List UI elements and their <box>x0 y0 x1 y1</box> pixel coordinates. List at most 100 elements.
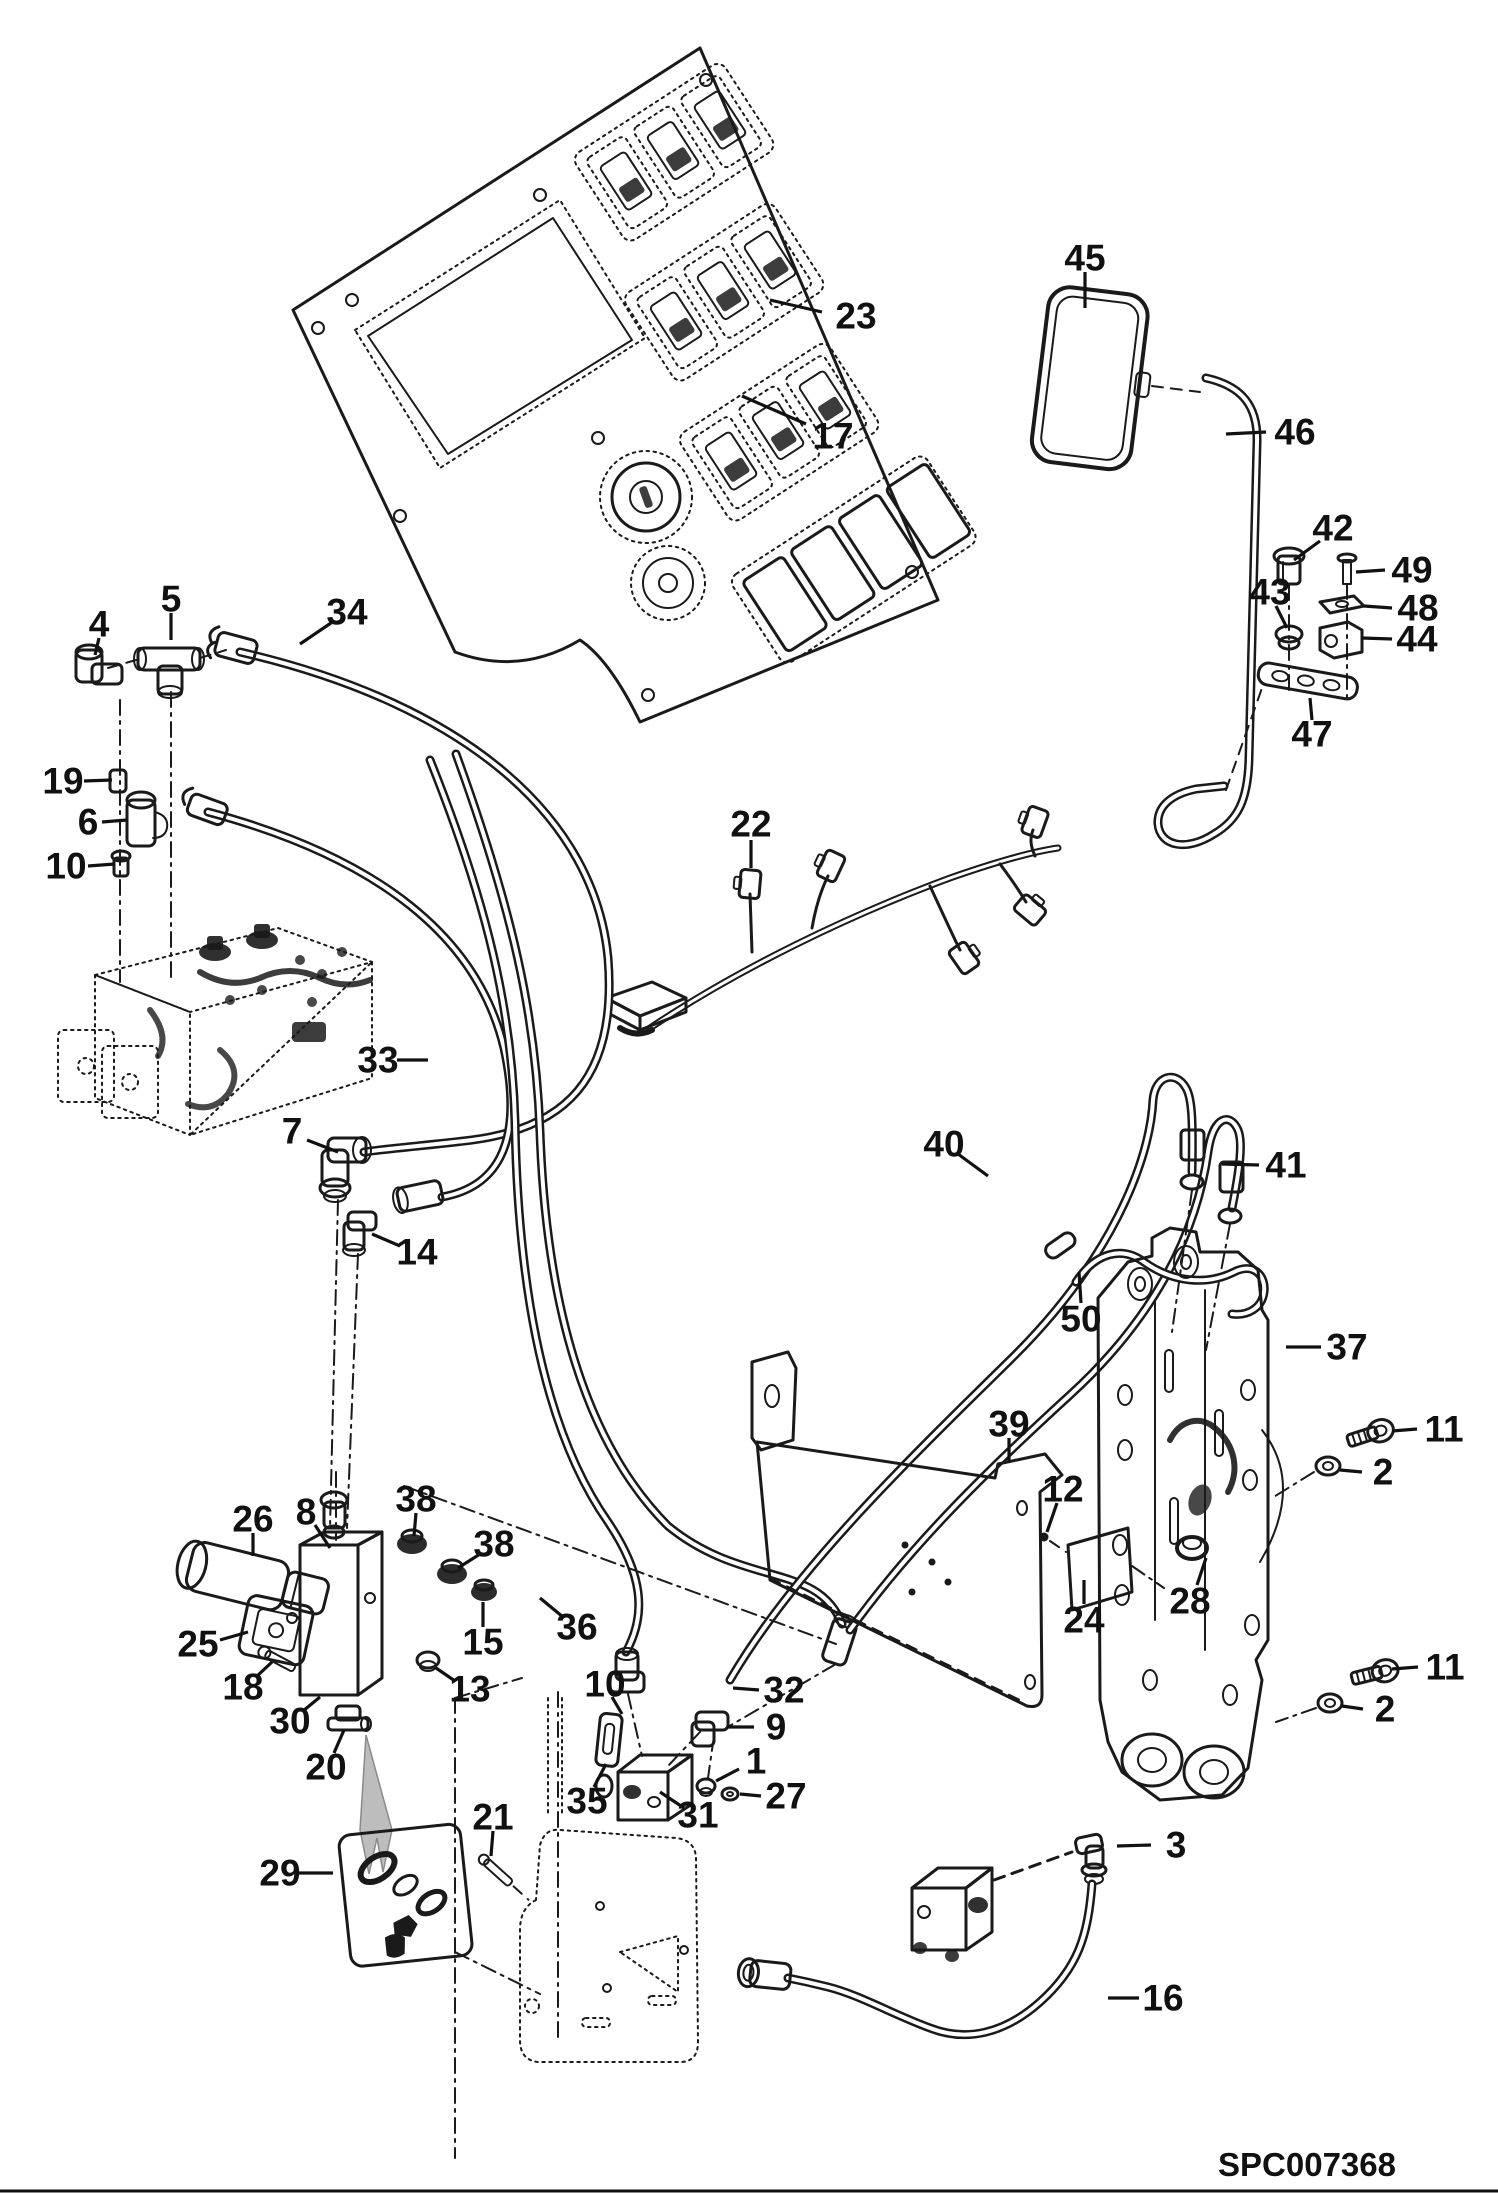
part-22-wire-harness <box>604 801 1062 1037</box>
svg-text:10: 10 <box>45 846 86 887</box>
panel-holes <box>311 73 919 702</box>
part-19-fitting <box>108 768 128 794</box>
callout-31: 31 <box>659 1790 719 1836</box>
callout-8: 8 <box>296 1492 332 1549</box>
svg-text:48: 48 <box>1397 588 1438 629</box>
power-socket <box>630 545 706 621</box>
callout-43: 43 <box>1249 572 1291 629</box>
svg-text:17: 17 <box>812 416 853 457</box>
part-37-mount-plate <box>1096 1226 1284 1802</box>
part-16-hose <box>736 1879 1097 2040</box>
callout-2: 2 <box>1341 1689 1395 1730</box>
callout-10: 10 <box>584 1664 626 1715</box>
part-9-fitting <box>690 1710 730 1748</box>
part-13-nut <box>415 1650 441 1672</box>
svg-text:38: 38 <box>473 1524 514 1565</box>
callout-45: 45 <box>1064 238 1106 308</box>
svg-text:27: 27 <box>765 1776 806 1817</box>
ghost-mount-panel <box>454 1677 699 2159</box>
callout-2: 2 <box>1339 1452 1394 1493</box>
callout-19: 19 <box>42 761 113 802</box>
part-2-washer-upper <box>1314 1455 1342 1477</box>
callout-10: 10 <box>45 846 116 887</box>
callout-17: 17 <box>741 394 854 457</box>
callout-39: 39 <box>988 1404 1030 1462</box>
part-39-bracket <box>750 1350 1064 1708</box>
part-46-mirror-rod <box>1153 373 1262 850</box>
part-30-valve-block <box>286 1530 384 1697</box>
svg-text:13: 13 <box>449 1669 490 1710</box>
svg-text:31: 31 <box>677 1795 718 1836</box>
callout-24: 24 <box>1063 1580 1105 1641</box>
part-36-hoses <box>425 749 847 1657</box>
svg-text:11: 11 <box>1425 1647 1464 1688</box>
svg-text:8: 8 <box>296 1492 317 1533</box>
part-6-fitting <box>125 790 169 848</box>
callout-25: 25 <box>177 1624 249 1665</box>
svg-text:1: 1 <box>746 1741 767 1782</box>
callout-14: 14 <box>371 1232 438 1273</box>
part-28-grommet <box>1175 1535 1209 1561</box>
part-18-screw <box>257 1645 297 1673</box>
svg-text:32: 32 <box>763 1670 804 1711</box>
callout-20: 20 <box>305 1729 347 1788</box>
callout-15: 15 <box>462 1602 504 1663</box>
svg-text:26: 26 <box>232 1499 273 1540</box>
callout-30: 30 <box>269 1695 322 1742</box>
svg-text:7: 7 <box>282 1111 303 1152</box>
svg-text:12: 12 <box>1042 1469 1083 1510</box>
svg-text:41: 41 <box>1265 1145 1306 1186</box>
svg-text:37: 37 <box>1326 1327 1367 1368</box>
callout-12: 12 <box>1042 1469 1084 1533</box>
callout-36: 36 <box>538 1596 598 1648</box>
part-3-elbow-fitting <box>1074 1832 1108 1885</box>
part-11-bolt-lower <box>1347 1655 1402 1692</box>
part-24-plate <box>1066 1526 1134 1612</box>
switch-bank-1 <box>574 62 775 242</box>
callout-38: 38 <box>395 1479 437 1537</box>
callout-18: 18 <box>222 1660 274 1708</box>
part-12-pin <box>1039 1532 1049 1542</box>
left-fittings <box>74 643 227 983</box>
svg-text:19: 19 <box>42 761 83 802</box>
callout-48: 48 <box>1363 588 1439 629</box>
svg-text:21: 21 <box>472 1797 513 1838</box>
svg-text:15: 15 <box>462 1622 503 1663</box>
part-11-bolt-upper <box>1343 1414 1398 1454</box>
svg-text:39: 39 <box>988 1404 1029 1445</box>
callout-33: 33 <box>357 1040 428 1081</box>
callout-44: 44 <box>1361 619 1438 660</box>
svg-text:10: 10 <box>584 1664 625 1705</box>
svg-text:5: 5 <box>161 579 182 620</box>
callout-40: 40 <box>923 1124 989 1178</box>
part-27-washer <box>720 1786 740 1802</box>
callout-35: 35 <box>566 1763 608 1822</box>
part-10-fitting <box>110 849 132 878</box>
svg-text:2: 2 <box>1373 1452 1394 1493</box>
part-21-screw <box>477 1853 530 1901</box>
svg-text:46: 46 <box>1274 412 1315 453</box>
svg-text:3: 3 <box>1166 1825 1187 1866</box>
svg-text:20: 20 <box>305 1747 346 1788</box>
callout-23: 23 <box>769 296 877 337</box>
callout-1: 1 <box>715 1741 767 1783</box>
callout-11: 11 <box>1391 1647 1465 1688</box>
part-10-elbow-fitting-lower <box>608 1647 646 1694</box>
svg-text:43: 43 <box>1249 572 1290 613</box>
svg-text:38: 38 <box>395 1479 436 1520</box>
svg-text:22: 22 <box>730 804 771 845</box>
bottom-right-valve-block <box>910 1866 994 1962</box>
svg-text:9: 9 <box>766 1707 787 1748</box>
callout-49: 49 <box>1355 550 1433 591</box>
callout-50: 50 <box>1060 1271 1102 1340</box>
callout-6: 6 <box>78 802 128 843</box>
part-1-bolt <box>695 1777 717 1797</box>
svg-text:42: 42 <box>1312 508 1353 549</box>
part-45-mirror <box>1029 285 1201 472</box>
svg-text:14: 14 <box>396 1232 438 1273</box>
part-40-hoses <box>725 1072 1245 1685</box>
switch-bank-2 <box>624 202 825 382</box>
callout-5: 5 <box>161 579 182 640</box>
